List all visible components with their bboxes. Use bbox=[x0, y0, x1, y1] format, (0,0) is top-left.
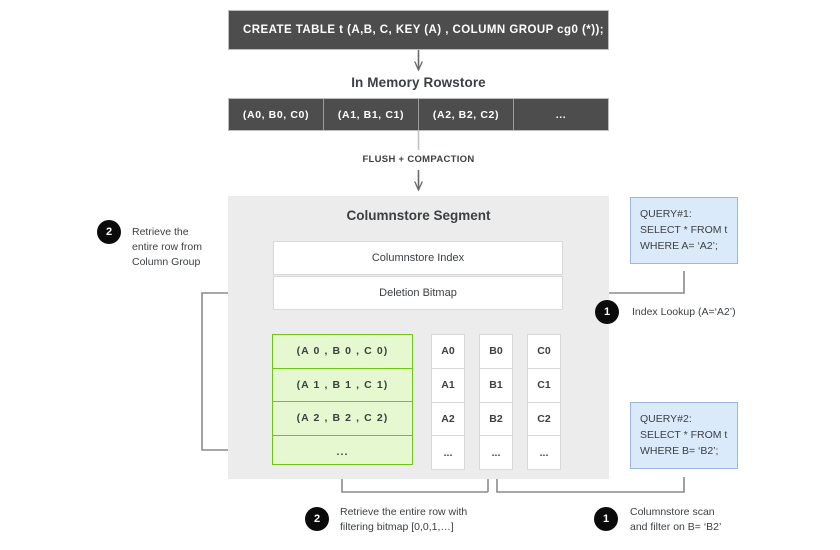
query-2-line: WHERE B= ‘B2’; bbox=[640, 445, 719, 457]
column-group-block: (A 0 , B 0 , C 0) (A 1 , B 1 , C 1) (A 2… bbox=[272, 334, 413, 465]
columnstore-segment-title: Columnstore Segment bbox=[346, 208, 491, 223]
query-2-line: SELECT * FROM t bbox=[640, 429, 728, 441]
annotation-line: filtering bitmap [0,0,1,…] bbox=[340, 521, 454, 533]
column-cell: B0 bbox=[479, 334, 513, 368]
step-badge-2: 2 bbox=[97, 220, 121, 244]
column-group-row: (A 0 , B 0 , C 0) bbox=[273, 335, 412, 369]
annotation-bitmap-retrieve: 2 bbox=[305, 507, 329, 531]
annotation-line: Retrieve the entire row with bbox=[340, 506, 468, 518]
column-cell: ... bbox=[431, 435, 465, 470]
rowstore-cell: (A0, B0, C0) bbox=[229, 99, 324, 130]
annotation-index-lookup: 1 bbox=[595, 300, 619, 324]
annotation-line: and filter on B= ‘B2’ bbox=[630, 521, 722, 533]
column-stack-b: B0 B1 B2 ... bbox=[479, 334, 513, 470]
annotation-line: entire row from bbox=[132, 241, 203, 253]
step-badge-2: 2 bbox=[305, 507, 329, 531]
flush-compaction-label: FLUSH + COMPACTION bbox=[362, 154, 475, 165]
column-stack-a: A0 A1 A2 ... bbox=[431, 334, 465, 470]
columnstore-index-box: Columnstore Index bbox=[273, 241, 563, 275]
annotation-line: Index Lookup (A=‘A2’) bbox=[632, 306, 736, 318]
step-badge-1: 1 bbox=[594, 507, 618, 531]
query-1-line: SELECT * FROM t bbox=[640, 224, 728, 236]
rowstore-title: In Memory Rowstore bbox=[351, 75, 486, 90]
annotation-columnstore-scan: 1 bbox=[594, 507, 618, 531]
column-cell: C2 bbox=[527, 401, 561, 436]
column-group-row: (A 2 , B 2 , C 2) bbox=[273, 402, 412, 436]
query-2-line: QUERY#2: bbox=[640, 413, 692, 425]
query-2-box: QUERY#2: SELECT * FROM t WHERE B= ‘B2’; bbox=[630, 402, 738, 469]
column-cell: C0 bbox=[527, 334, 561, 368]
deletion-bitmap-box: Deletion Bitmap bbox=[273, 276, 563, 310]
column-group-row: (A 1 , B 1 , C 1) bbox=[273, 369, 412, 402]
rowstore-cell: (A2, B2, C2) bbox=[419, 99, 514, 130]
annotation-index-lookup-text: Index Lookup (A=‘A2’) bbox=[632, 305, 802, 320]
annotation-line: Retrieve the bbox=[132, 226, 189, 238]
annotation-left-step: 2 bbox=[97, 220, 121, 244]
query-1-box: QUERY#1: SELECT * FROM t WHERE A= ‘A2’; bbox=[630, 197, 738, 264]
column-cell: A2 bbox=[431, 401, 465, 436]
query-1-line: QUERY#1: bbox=[640, 208, 692, 220]
column-cell: ... bbox=[479, 435, 513, 470]
annotation-columnstore-scan-text: Columnstore scan and filter on B= ‘B2’ bbox=[630, 505, 805, 535]
query-1-line: WHERE A= ‘A2’; bbox=[640, 240, 718, 252]
column-cell: A1 bbox=[431, 367, 465, 402]
column-cell: B1 bbox=[479, 367, 513, 402]
step-badge-1: 1 bbox=[595, 300, 619, 324]
arrow-query2-to-column-b bbox=[496, 470, 685, 493]
annotation-line: Columnstore scan bbox=[630, 506, 715, 518]
annotation-line: Column Group bbox=[132, 256, 201, 268]
column-stack-c: C0 C1 C2 ... bbox=[527, 334, 561, 470]
rowstore-strip: (A0, B0, C0) (A1, B1, C1) (A2, B2, C2) .… bbox=[228, 98, 609, 131]
column-cell: B2 bbox=[479, 401, 513, 436]
create-table-statement: CREATE TABLE t (A,B, C, KEY (A) , COLUMN… bbox=[228, 10, 609, 50]
column-cell: A0 bbox=[431, 334, 465, 368]
rowstore-cell: (A1, B1, C1) bbox=[324, 99, 419, 130]
annotation-bitmap-retrieve-text: Retrieve the entire row with filtering b… bbox=[340, 505, 515, 535]
column-group-row: ... bbox=[336, 445, 349, 458]
column-cell: ... bbox=[527, 435, 561, 470]
rowstore-cell: ... bbox=[555, 108, 567, 121]
annotation-left-step-text: Retrieve the entire row from Column Grou… bbox=[132, 225, 237, 270]
column-cell: C1 bbox=[527, 367, 561, 402]
